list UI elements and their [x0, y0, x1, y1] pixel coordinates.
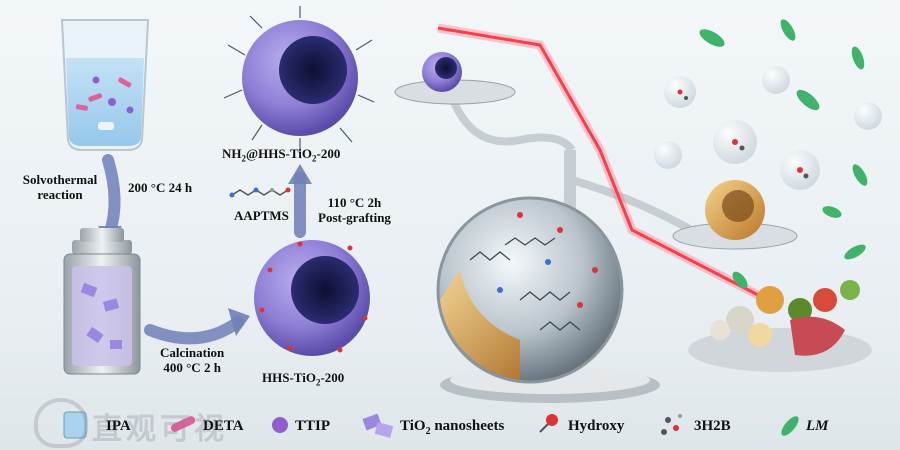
legend-ttip: TTIP: [295, 418, 331, 434]
hhs-label-main: HHS-TiO: [262, 370, 316, 385]
beaker: [60, 19, 150, 151]
solvothermal-label: Solvothermal reaction: [20, 172, 100, 202]
legend-tio2-sub: 2: [425, 426, 431, 437]
aaptms-molecule: [229, 187, 291, 198]
hhs-label-tail: -200: [320, 370, 345, 385]
legend-tio2-tail: nanosheets: [430, 418, 505, 434]
nh2-hhs-label: NH2@HHS-TiO2-200: [222, 146, 340, 167]
arrow-calcination: [144, 316, 244, 345]
temp1-label: 200 °C 24 h: [128, 180, 193, 195]
loaded-sphere: [705, 180, 765, 240]
small-sphere-top: [422, 52, 462, 92]
post-grafting-line2: Post-grafting: [318, 210, 391, 225]
nh2-label-sub: 2: [241, 153, 247, 164]
nh2-hhs-sphere: [223, 6, 375, 152]
aaptms-label: AAPTMS: [234, 208, 289, 223]
calcination-line1: Calcination: [160, 345, 225, 360]
hhs-sphere: [254, 240, 370, 356]
legend-3h2b: 3H2B: [694, 418, 731, 434]
solvothermal-line2: reaction: [37, 187, 83, 202]
laser-beam: [437, 23, 763, 300]
calcination-line2: 400 °C 2 h: [163, 360, 221, 375]
magnified-view: [436, 196, 624, 384]
legend-hydroxy: Hydroxy: [568, 418, 625, 434]
food-plate: [688, 280, 872, 372]
autoclave: [63, 228, 141, 375]
nh2-label-main: NH: [222, 146, 242, 161]
post-grafting-label: 110 °C 2h Post-grafting: [318, 195, 391, 225]
deta-icon: [170, 416, 196, 432]
legend-lm: LM: [806, 418, 829, 434]
hhs-label-sub: 2: [315, 377, 321, 388]
watermark-text: 直观可视: [92, 412, 228, 447]
bubbles: [654, 66, 882, 190]
tio2-nanosheets-icon: [362, 413, 394, 438]
legend-tio2-main: TiO: [400, 418, 426, 434]
post-grafting-line1: 110 °C 2h: [327, 195, 382, 210]
legend-deta: DETA: [203, 418, 244, 434]
lm-icon: [781, 416, 799, 436]
bacteria: [699, 19, 868, 289]
hhs-label: HHS-TiO2-200: [262, 370, 344, 391]
legend-ipa: IPA: [106, 418, 131, 434]
watermark-logo: [34, 398, 88, 448]
hydroxy-icon: [539, 414, 558, 433]
calcination-label: Calcination 400 °C 2 h: [160, 345, 224, 375]
arrow-solvothermal: [102, 154, 121, 238]
legend-tio2-nanosheets: TiO2 nanosheets: [400, 418, 504, 437]
nh2-label-sub2: 2: [312, 153, 317, 164]
solvothermal-line1: Solvothermal: [22, 172, 98, 187]
nh2-label-mid: @HHS-TiO: [246, 146, 313, 161]
nh2-label-tail: -200: [316, 146, 341, 161]
3h2b-icon: [661, 414, 682, 435]
ttip-icon: [272, 417, 288, 433]
